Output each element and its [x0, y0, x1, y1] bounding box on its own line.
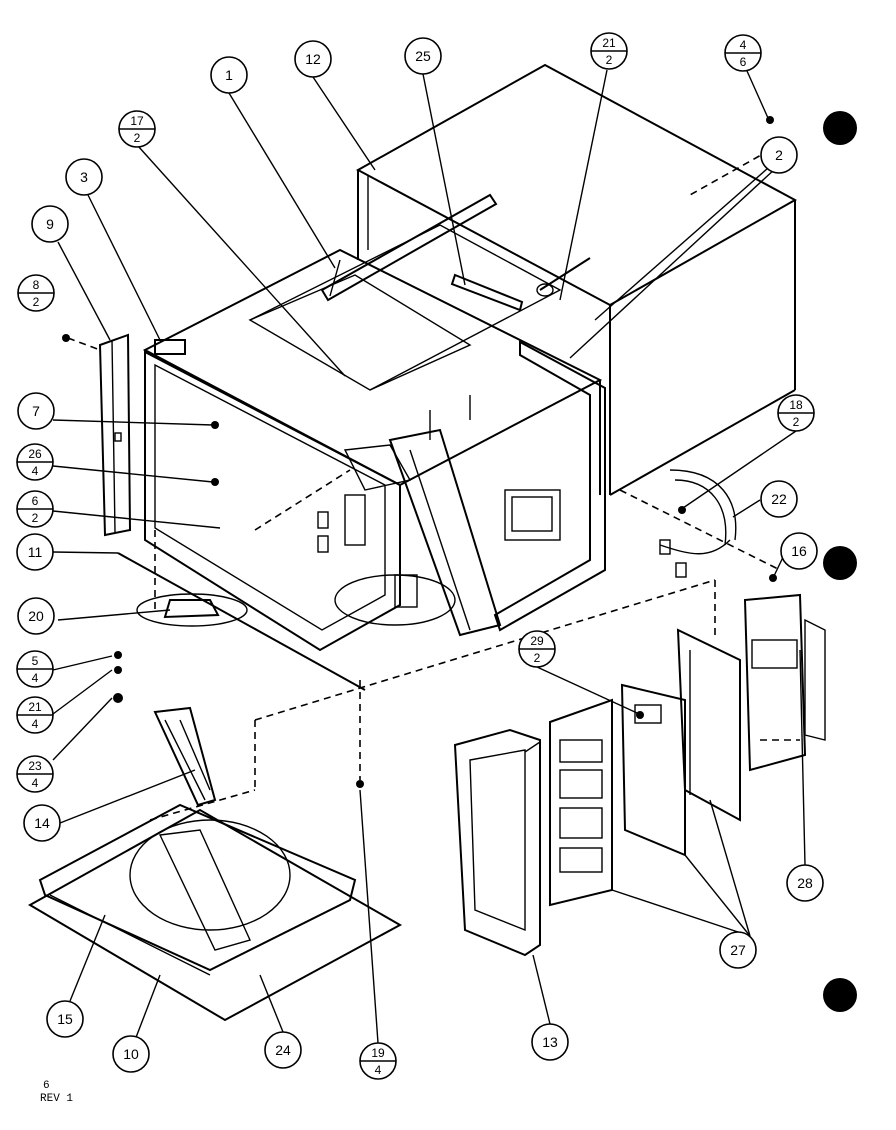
callout-9: 9: [31, 205, 69, 243]
choke-frame: [493, 340, 606, 632]
front-frame: [144, 350, 401, 652]
callout-27: 27: [719, 931, 757, 969]
svg-text:1: 1: [225, 67, 233, 83]
svg-text:25: 25: [415, 48, 431, 64]
svg-text:6: 6: [32, 494, 39, 508]
interior-components: [334, 444, 561, 626]
hinge-rod: [117, 552, 366, 691]
svg-text:28: 28: [797, 875, 813, 891]
svg-text:23: 23: [28, 759, 42, 773]
svg-text:17: 17: [130, 114, 144, 128]
callout-11: 11: [16, 533, 54, 571]
svg-text:15: 15: [57, 1011, 73, 1027]
callout-23-4: 23 4: [16, 755, 54, 793]
callout-2: 2: [760, 136, 798, 174]
registration-dot: [823, 111, 857, 145]
svg-text:14: 14: [34, 815, 50, 831]
svg-text:12: 12: [305, 51, 321, 67]
control-panel: [549, 628, 741, 907]
svg-text:2: 2: [534, 651, 541, 665]
svg-text:2: 2: [33, 295, 40, 309]
control-bracket: [743, 593, 826, 772]
stirrer-bracket: [153, 706, 217, 807]
callout-20: 20: [17, 597, 55, 635]
svg-text:22: 22: [771, 491, 787, 507]
svg-text:27: 27: [730, 942, 746, 958]
turntable-coupler: [136, 593, 248, 627]
door-flange: [388, 428, 502, 637]
svg-text:21: 21: [602, 36, 616, 50]
explode-lines: [67, 149, 800, 821]
svg-text:6: 6: [740, 55, 747, 69]
callout-28: 28: [786, 864, 824, 902]
callout-3: 3: [65, 158, 103, 196]
svg-text:2: 2: [606, 53, 613, 67]
svg-text:18: 18: [789, 398, 803, 412]
svg-text:26: 26: [28, 447, 42, 461]
svg-text:4: 4: [375, 1063, 382, 1077]
callout-15: 15: [46, 1000, 84, 1038]
wire-harness: [659, 469, 737, 578]
svg-text:5: 5: [32, 654, 39, 668]
svg-text:21: 21: [28, 700, 42, 714]
registration-dot: [823, 978, 857, 1012]
callout-17-2: 17 2: [118, 110, 156, 148]
footer-revision: REV 1: [40, 1093, 73, 1105]
callout-26-4: 26 4: [16, 443, 54, 481]
callout-18-2: 18 2: [777, 394, 815, 432]
door-assembly: [453, 728, 541, 957]
svg-text:20: 20: [28, 608, 44, 624]
svg-text:19: 19: [371, 1046, 385, 1060]
callout-8-2: 8 2: [17, 274, 55, 312]
side-panel: [98, 333, 132, 537]
leader-lines: [52, 61, 806, 1044]
svg-text:3: 3: [80, 169, 88, 185]
registration-dot: [823, 546, 857, 580]
svg-text:10: 10: [123, 1046, 139, 1062]
callout-19-4: 19 4: [359, 1042, 397, 1080]
base-pan: [27, 803, 403, 1022]
callout-22: 22: [760, 480, 798, 518]
callout-14: 14: [23, 804, 61, 842]
svg-text:7: 7: [32, 403, 40, 419]
svg-text:29: 29: [530, 634, 544, 648]
callout-4-6: 4 6: [724, 34, 762, 72]
callout-7: 7: [17, 392, 55, 430]
svg-text:4: 4: [740, 38, 747, 52]
callout-1: 1: [210, 56, 248, 94]
svg-text:13: 13: [542, 1034, 558, 1050]
callout-24: 24: [264, 1031, 302, 1069]
callout-21-2: 21 2: [590, 32, 628, 70]
callout-29-2: 29 2: [518, 630, 556, 668]
svg-text:9: 9: [46, 216, 54, 232]
hinge-bracket: [154, 339, 186, 355]
svg-text:4: 4: [32, 671, 39, 685]
svg-text:11: 11: [28, 544, 43, 560]
svg-text:24: 24: [275, 1042, 291, 1058]
fasteners: [62, 116, 777, 788]
top-rails: [320, 193, 591, 312]
callout-6-2: 6 2: [16, 490, 54, 528]
outer-cabinet: [355, 63, 798, 496]
callout-12: 12: [294, 40, 332, 78]
svg-text:2: 2: [134, 131, 141, 145]
callout-13: 13: [531, 1023, 569, 1061]
svg-text:8: 8: [33, 278, 40, 292]
callout-5-4: 5 4: [16, 650, 54, 688]
svg-text:16: 16: [791, 543, 807, 559]
callout-10: 10: [112, 1035, 150, 1073]
svg-text:2: 2: [32, 511, 39, 525]
svg-text:2: 2: [775, 147, 783, 163]
svg-text:4: 4: [32, 776, 39, 790]
svg-text:2: 2: [793, 415, 800, 429]
callout-21-4: 21 4: [16, 696, 54, 734]
callout-16: 16: [780, 532, 818, 570]
footer-page: 6: [43, 1080, 50, 1092]
oven-cavity: [142, 224, 603, 600]
callout-25: 25: [404, 37, 442, 75]
svg-text:4: 4: [32, 717, 39, 731]
svg-text:4: 4: [32, 464, 39, 478]
